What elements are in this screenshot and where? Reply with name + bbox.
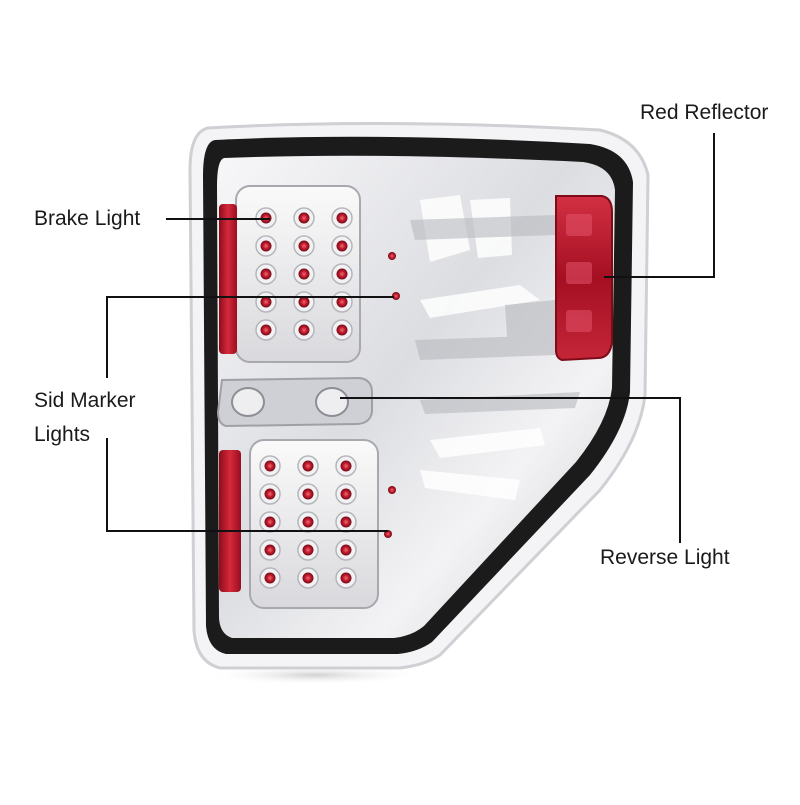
led bbox=[340, 572, 352, 584]
leader-side-marker-upper bbox=[106, 296, 394, 378]
led bbox=[336, 296, 348, 308]
led bbox=[340, 488, 352, 500]
led bbox=[298, 296, 310, 308]
reverse-light-bulb bbox=[315, 387, 349, 417]
led bbox=[298, 240, 310, 252]
side-marker-led bbox=[388, 252, 396, 260]
led bbox=[298, 324, 310, 336]
side-marker-led bbox=[388, 486, 396, 494]
led bbox=[264, 544, 276, 556]
leader-side-marker-lower bbox=[106, 438, 388, 532]
led bbox=[298, 268, 310, 280]
led bbox=[340, 460, 352, 472]
led bbox=[336, 268, 348, 280]
led bbox=[260, 324, 272, 336]
led bbox=[302, 460, 314, 472]
led bbox=[340, 516, 352, 528]
leader-red-reflector bbox=[604, 133, 715, 278]
led bbox=[336, 212, 348, 224]
led bbox=[260, 240, 272, 252]
leader-reverse-light bbox=[340, 397, 681, 543]
reverse-light-leds bbox=[259, 455, 357, 589]
label-side-marker-lights: Sid Marker Lights bbox=[34, 384, 184, 452]
label-side-marker-line2: Lights bbox=[34, 423, 91, 446]
led bbox=[336, 324, 348, 336]
label-brake-light: Brake Light bbox=[34, 207, 141, 230]
ground-shadow bbox=[205, 665, 425, 685]
chrome-facets bbox=[420, 195, 545, 500]
reflector-facets bbox=[566, 214, 592, 332]
chrome-shading bbox=[410, 215, 580, 414]
led bbox=[298, 212, 310, 224]
led bbox=[302, 572, 314, 584]
label-reverse-light: Reverse Light bbox=[600, 546, 730, 569]
led bbox=[264, 516, 276, 528]
led bbox=[260, 296, 272, 308]
led bbox=[302, 544, 314, 556]
led bbox=[260, 268, 272, 280]
led bbox=[302, 488, 314, 500]
led bbox=[340, 544, 352, 556]
label-side-marker-line1: Sid Marker bbox=[34, 389, 136, 412]
brake-light-leds bbox=[255, 207, 353, 341]
led bbox=[336, 240, 348, 252]
led bbox=[302, 516, 314, 528]
side-marker-strip-lower bbox=[219, 450, 241, 592]
led bbox=[264, 488, 276, 500]
led bbox=[264, 572, 276, 584]
side-marker-strip-upper bbox=[219, 204, 237, 354]
led bbox=[264, 460, 276, 472]
reverse-light-bulb bbox=[231, 387, 265, 417]
label-red-reflector: Red Reflector bbox=[640, 101, 769, 124]
leader-lines bbox=[106, 133, 715, 543]
